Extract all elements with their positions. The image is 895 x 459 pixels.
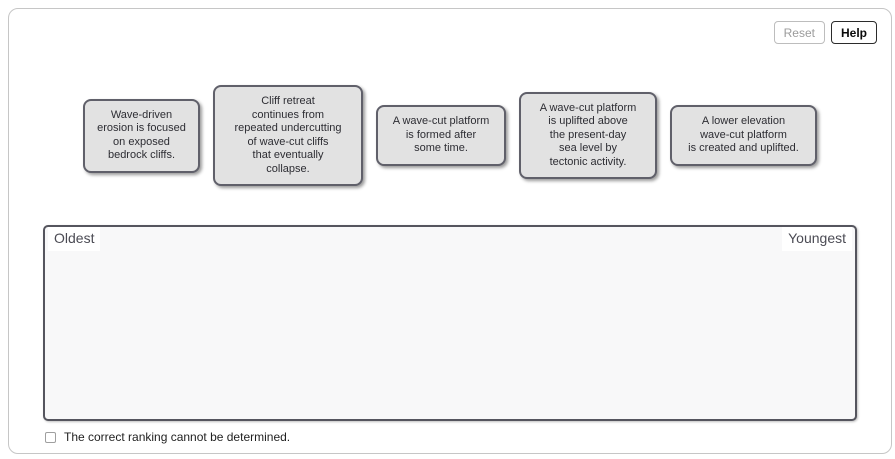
help-button[interactable]: Help	[830, 21, 877, 44]
drag-card-platform-uplifted[interactable]: A wave-cut platform is uplifted above th…	[519, 91, 657, 180]
draggable-cards-row: Wave-driven erosion is focused on expose…	[9, 85, 891, 186]
drag-card-platform-formed[interactable]: A wave-cut platform is formed after some…	[376, 105, 506, 166]
exercise-panel: Reset Help Wave-driven erosion is focuse…	[8, 8, 892, 454]
ranking-dropzone[interactable]: Oldest Youngest	[43, 225, 857, 421]
drag-card-wave-driven-erosion[interactable]: Wave-driven erosion is focused on expose…	[83, 98, 200, 173]
reset-button[interactable]: Reset	[773, 21, 825, 44]
youngest-label: Youngest	[782, 227, 852, 251]
cannot-determine-checkbox[interactable]	[45, 431, 56, 443]
cannot-determine-label: The correct ranking cannot be determined…	[64, 430, 291, 444]
oldest-label: Oldest	[48, 227, 101, 251]
drag-card-lower-platform-created[interactable]: A lower elevation wave-cut platform is c…	[670, 105, 817, 166]
cannot-determine-row: The correct ranking cannot be determined…	[45, 430, 891, 444]
toolbar: Reset Help	[9, 9, 891, 44]
drag-card-cliff-retreat[interactable]: Cliff retreat continues from repeated un…	[213, 85, 363, 186]
